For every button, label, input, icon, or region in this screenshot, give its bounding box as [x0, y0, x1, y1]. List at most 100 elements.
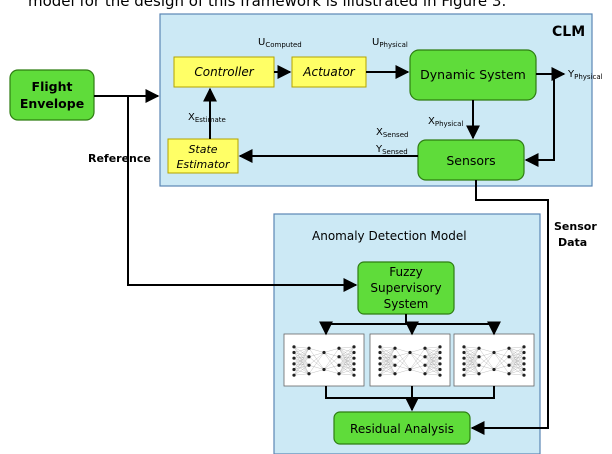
autoencoder-edge [424, 356, 441, 359]
autoencoder-edge [338, 356, 355, 359]
autoencoder-node [522, 367, 526, 372]
autoencoder-edge [379, 365, 396, 376]
autoencoder-edge [424, 358, 441, 374]
u-computed-label: UComputed [258, 37, 302, 49]
autoencoder-edge [338, 363, 355, 366]
autoencoder-node [522, 373, 526, 377]
autoencoder-node [378, 345, 382, 349]
autoencoder-edge [394, 352, 411, 357]
autoencoder-node [423, 363, 427, 367]
autoencoder-edge [293, 365, 310, 370]
autoencoder-edge [379, 352, 396, 357]
fuzzy-label-2: Supervisory [370, 281, 441, 295]
autoencoder-node [423, 372, 427, 376]
connectors [94, 65, 566, 435]
autoencoder-node [307, 346, 311, 350]
autoencoder-edge [424, 373, 441, 376]
controller-label: Controller [194, 65, 254, 79]
y-sensed-label: YSensed [375, 144, 408, 156]
autoencoder-edge [338, 346, 355, 374]
autoencoder-node [352, 367, 356, 372]
autoencoder-edge [424, 365, 441, 376]
autoencoder-node [322, 367, 326, 372]
controller-box [173, 56, 275, 88]
autoencoder-edge [424, 358, 441, 366]
autoencoder-edge [379, 348, 396, 370]
autoencoder-edge [338, 365, 355, 376]
reference-to-fuzzy-arrow [127, 96, 358, 292]
autoencoder-node [507, 363, 511, 367]
autoencoder-edge [508, 346, 525, 349]
autoencoder-edge [463, 348, 480, 359]
autoencoder-box-3 [453, 333, 535, 387]
fuzzy-label-1: Fuzzy [389, 265, 423, 279]
autoencoder-edge [493, 356, 510, 370]
autoencoder-edge [308, 365, 325, 370]
autoencoder-edge [308, 369, 325, 374]
autoencoder-edge [338, 352, 355, 366]
autoencoder-edge [323, 348, 340, 370]
x-sensed-label: XSensed [376, 127, 408, 139]
autoencoder-edge [379, 346, 396, 349]
autoencoder-edge [508, 356, 525, 359]
autoencoder-node [507, 355, 511, 359]
autoencoder-node [307, 363, 311, 367]
autoencoder-edge [293, 346, 310, 349]
autoencoder-edge [338, 346, 355, 366]
autoencoder-node [423, 355, 427, 359]
autoencoder-edge [379, 346, 396, 357]
autoencoder-edge [508, 363, 525, 366]
autoencoder-edge [424, 346, 441, 349]
autoencoder-node [507, 346, 511, 350]
autoencoder-edge [338, 363, 355, 374]
autoencoder-node [393, 372, 397, 376]
autoencoder-edge [323, 352, 340, 357]
autoencoder-edge [379, 363, 396, 366]
autoencoder-edge [308, 352, 325, 357]
autoencoder-edge [463, 348, 480, 376]
autoencoder-edge [323, 369, 340, 374]
autoencoder-node [438, 350, 442, 355]
autoencoder-edge [508, 365, 525, 370]
autoencoder-edge [338, 348, 355, 353]
state-estimator-label-2: Estimator [176, 158, 231, 171]
autoencoder-node [423, 346, 427, 350]
autoencoder-node [438, 356, 442, 360]
autoencoder-node [307, 372, 311, 376]
sensor-data-to-residual-arrow [470, 180, 549, 435]
autoencoder-edge [508, 358, 525, 366]
autoencoder-edge [308, 348, 325, 353]
autoencoder-node [408, 350, 412, 355]
autoencoder-edge [463, 356, 480, 364]
flight-envelope-label-1: Flight [32, 79, 73, 94]
autoencoder-edge [293, 348, 310, 364]
autoencoder-edge [478, 348, 495, 353]
autoencoder-edge [493, 352, 510, 357]
autoencoder-edge [478, 352, 495, 374]
autoencoder-edge [409, 348, 426, 370]
autoencoder-edge [293, 363, 310, 366]
autoencoder-edge [508, 363, 525, 374]
flight-envelope-label-2: Envelope [20, 96, 84, 111]
autoencoder-edge [293, 348, 310, 370]
autoencoder-node [352, 356, 356, 360]
autoencoder-edge [293, 363, 310, 374]
autoencoder-edge [379, 365, 396, 370]
autoencoder-edge [379, 348, 396, 376]
autoencoder-edge [379, 356, 396, 364]
autoencoder-node [462, 350, 466, 355]
autoencoder-edge [409, 365, 426, 370]
autoencoder-edge [424, 363, 441, 366]
autoencoder-box-1 [283, 333, 365, 387]
x-physical-label: XPhysical [428, 116, 463, 128]
autoencoder-edge [394, 352, 411, 374]
autoencoder-node [322, 350, 326, 355]
autoencoder-edge [379, 356, 396, 370]
autoencoder-edge [394, 352, 411, 366]
autoencoder-edge [463, 365, 480, 376]
autoencoder-node [492, 350, 496, 355]
autoencoder-node [352, 362, 356, 366]
autoencoder-edge [463, 369, 480, 374]
autoencoder-edge [338, 352, 355, 357]
